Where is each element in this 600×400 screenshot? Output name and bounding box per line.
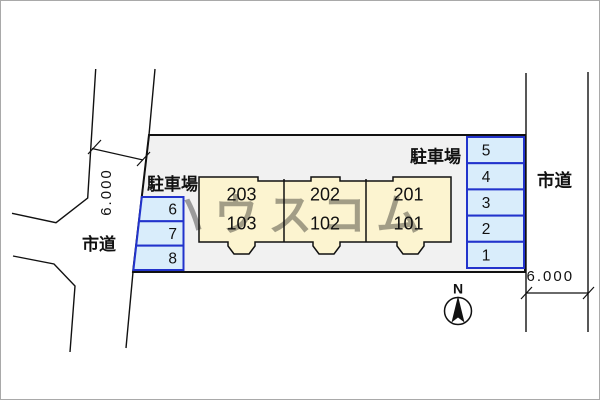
left-dimension-line [91, 147, 144, 161]
parking-left-numbers: 6 7 8 [168, 202, 177, 268]
left-dimension-tick-1 [87, 139, 102, 155]
right-dimension-tick-1 [520, 286, 533, 300]
road-left-label: 市道 [82, 234, 116, 254]
parking-space-1 [466, 240, 525, 270]
unit-103-label: 103 [226, 214, 256, 234]
parking-space-2 [466, 214, 525, 243]
unit-203-label: 203 [226, 185, 256, 205]
left-road-branch-edge [12, 255, 76, 353]
parking-right-numbers: 5 4 3 2 1 [482, 143, 491, 265]
parking-left-label: 駐車場 [147, 174, 198, 194]
right-dimension-tick-2 [582, 286, 595, 300]
north-label: N [453, 281, 463, 297]
building-outline [198, 176, 452, 255]
unit-numbers: 203 103 202 102 201 101 [226, 185, 423, 234]
parking-space-5 [466, 136, 525, 165]
parking-space-8 [132, 244, 185, 271]
parking-space-1-number: 1 [482, 247, 491, 264]
north-compass: N [443, 281, 473, 326]
parking-space-7-number: 7 [168, 226, 177, 243]
parking-space-4 [466, 162, 525, 191]
parking-right-column [466, 136, 525, 270]
parking-right-label: 駐車場 [410, 147, 461, 167]
north-needle-icon [451, 296, 465, 323]
unit-102-label: 102 [310, 214, 340, 234]
parking-left-column [132, 196, 185, 271]
unit-101-label: 101 [393, 214, 423, 234]
parking-space-8-number: 8 [168, 250, 177, 267]
watermark-text: ハウスコム [160, 191, 430, 240]
unit-201-label: 201 [393, 185, 423, 205]
parking-space-2-number: 2 [482, 221, 491, 238]
road-right-label: 市道 [537, 171, 572, 191]
parking-space-3-number: 3 [482, 195, 491, 212]
dimension-marks [87, 139, 595, 300]
unit-202-label: 202 [310, 185, 340, 205]
parking-space-4-number: 4 [482, 169, 491, 186]
parking-space-3 [466, 188, 525, 217]
left-road-west-edge [11, 68, 97, 224]
parking-space-5-number: 5 [482, 143, 491, 160]
left-dimension-tick-2 [136, 151, 151, 167]
parking-space-6-number: 6 [168, 202, 177, 219]
dimension-left-value: 6.000 [98, 168, 115, 216]
dimension-right-value: 6.000 [527, 268, 575, 285]
